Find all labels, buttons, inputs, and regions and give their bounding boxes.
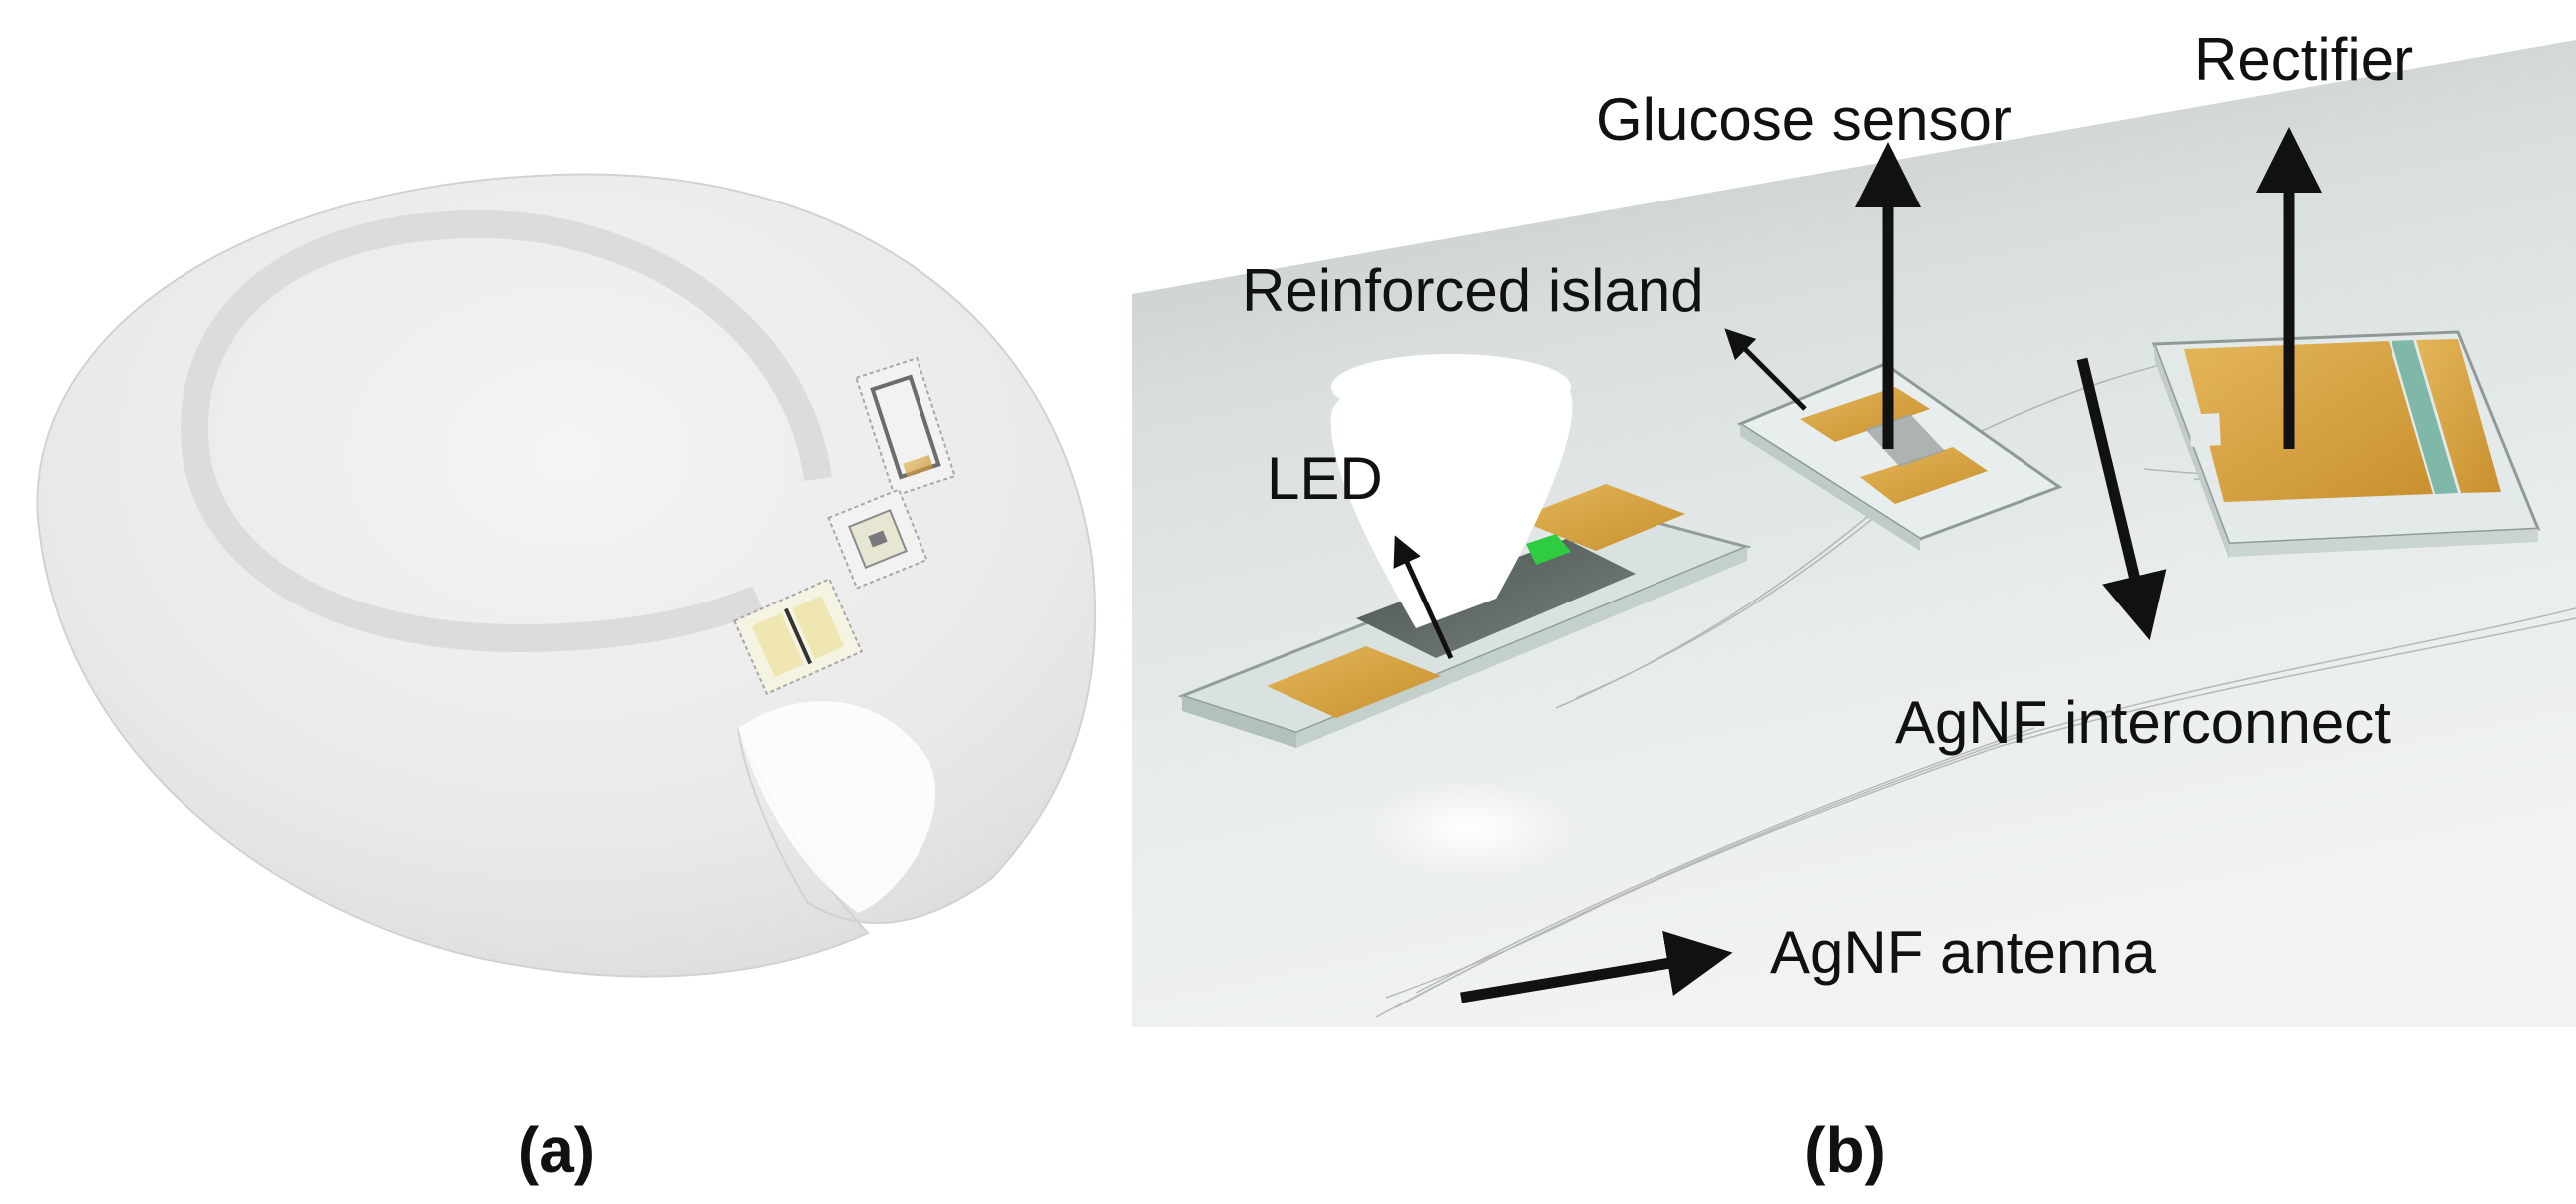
rectifier-diode (2392, 340, 2458, 494)
panel-a: (a) (36, 173, 1097, 1186)
agnf-interconnect-arrow (2076, 357, 2167, 641)
led-glow (1361, 778, 1581, 878)
antenna-ring (180, 209, 832, 653)
led-electrode-left (1267, 646, 1441, 718)
rectifier-electrode (2184, 341, 2433, 502)
label-rectifier: Rectifier (2194, 26, 2413, 93)
led-light-cone (1330, 369, 1573, 628)
rectifier-notch (2189, 413, 2221, 447)
label-agnf-antenna: AgNF antenna (1770, 919, 2157, 986)
label-agnf-interconnect: AgNF interconnect (1895, 689, 2391, 756)
label-led: LED (1267, 445, 1383, 512)
contact-lens (36, 173, 1097, 978)
label-reinforced-island: Reinforced island (1242, 257, 1704, 324)
led-arrow (1393, 535, 1454, 660)
lens-island-top (855, 356, 956, 498)
lens-cutout-glow (738, 700, 936, 913)
panel-b-caption: (b) (1804, 1114, 1886, 1186)
glucose-electrode-top (1800, 387, 1930, 442)
panel-b: Rectifier Glucose sensor Reinforced isla… (1132, 26, 2576, 1186)
lens-island-bottom (732, 577, 864, 696)
lens-island-middle (827, 488, 928, 590)
led-electrode-right (1516, 484, 1685, 551)
glucose-electrode-bottom (1860, 447, 1988, 504)
glucose-sensor-island (1736, 362, 2063, 551)
agnf-antenna-arrow (1460, 930, 1733, 1003)
panel-a-caption: (a) (518, 1114, 595, 1186)
annotation-arrows (1393, 127, 2322, 1003)
rectifier-island (2151, 330, 2541, 559)
led-island (1177, 354, 1752, 878)
led-emitter (1526, 534, 1571, 565)
label-glucose-sensor: Glucose sensor (1596, 86, 2012, 153)
reinforced-island-arrow (1724, 328, 1807, 411)
